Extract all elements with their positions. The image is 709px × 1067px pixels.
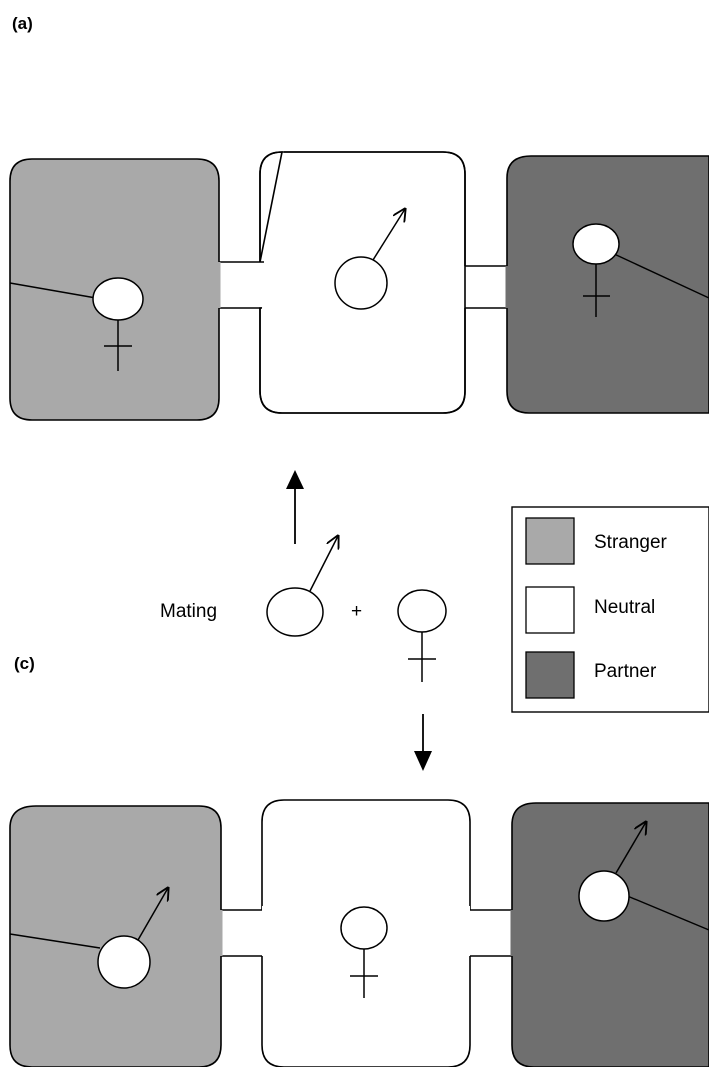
legend: Stranger Neutral Partner	[511, 506, 709, 713]
chamber-partner	[511, 802, 709, 1067]
female-symbol-icon	[572, 223, 709, 317]
female-symbol-icon	[340, 906, 388, 998]
legend-item-neutral: Neutral	[525, 586, 655, 634]
connector-tube	[466, 910, 516, 956]
transition-arrow-up	[286, 470, 304, 544]
connector-tube	[217, 910, 267, 956]
female-symbol-icon	[9, 277, 144, 371]
arrow-up-icon	[286, 470, 304, 544]
apparatus-top	[9, 151, 709, 421]
legend-swatch-stranger	[525, 517, 575, 565]
panel-label-c: (c)	[14, 654, 35, 673]
legend-label-neutral: Neutral	[594, 597, 655, 618]
chamber-partner	[506, 155, 709, 414]
transition-arrow-down	[414, 714, 432, 771]
legend-swatch-neutral	[525, 586, 575, 634]
mating-label: Mating	[160, 601, 217, 622]
legend-swatch-partner	[525, 651, 575, 699]
panel-label-a: (a)	[12, 14, 33, 33]
plus-sign: +	[351, 601, 362, 622]
arrow-down-icon	[414, 714, 432, 771]
male-symbol-icon	[266, 536, 338, 637]
male-symbol-icon	[578, 822, 709, 931]
legend-label-stranger: Stranger	[594, 532, 668, 553]
legend-item-partner: Partner	[525, 651, 657, 699]
connector-tube	[215, 262, 265, 308]
male-symbol-icon	[334, 209, 405, 310]
legend-label-partner: Partner	[594, 661, 657, 682]
apparatus-bottom	[9, 799, 709, 1067]
chamber-stranger	[9, 805, 222, 1067]
male-symbol-icon	[9, 888, 168, 989]
female-symbol-icon	[397, 589, 447, 682]
connector-tube	[459, 266, 511, 308]
legend-item-stranger: Stranger	[525, 517, 668, 565]
